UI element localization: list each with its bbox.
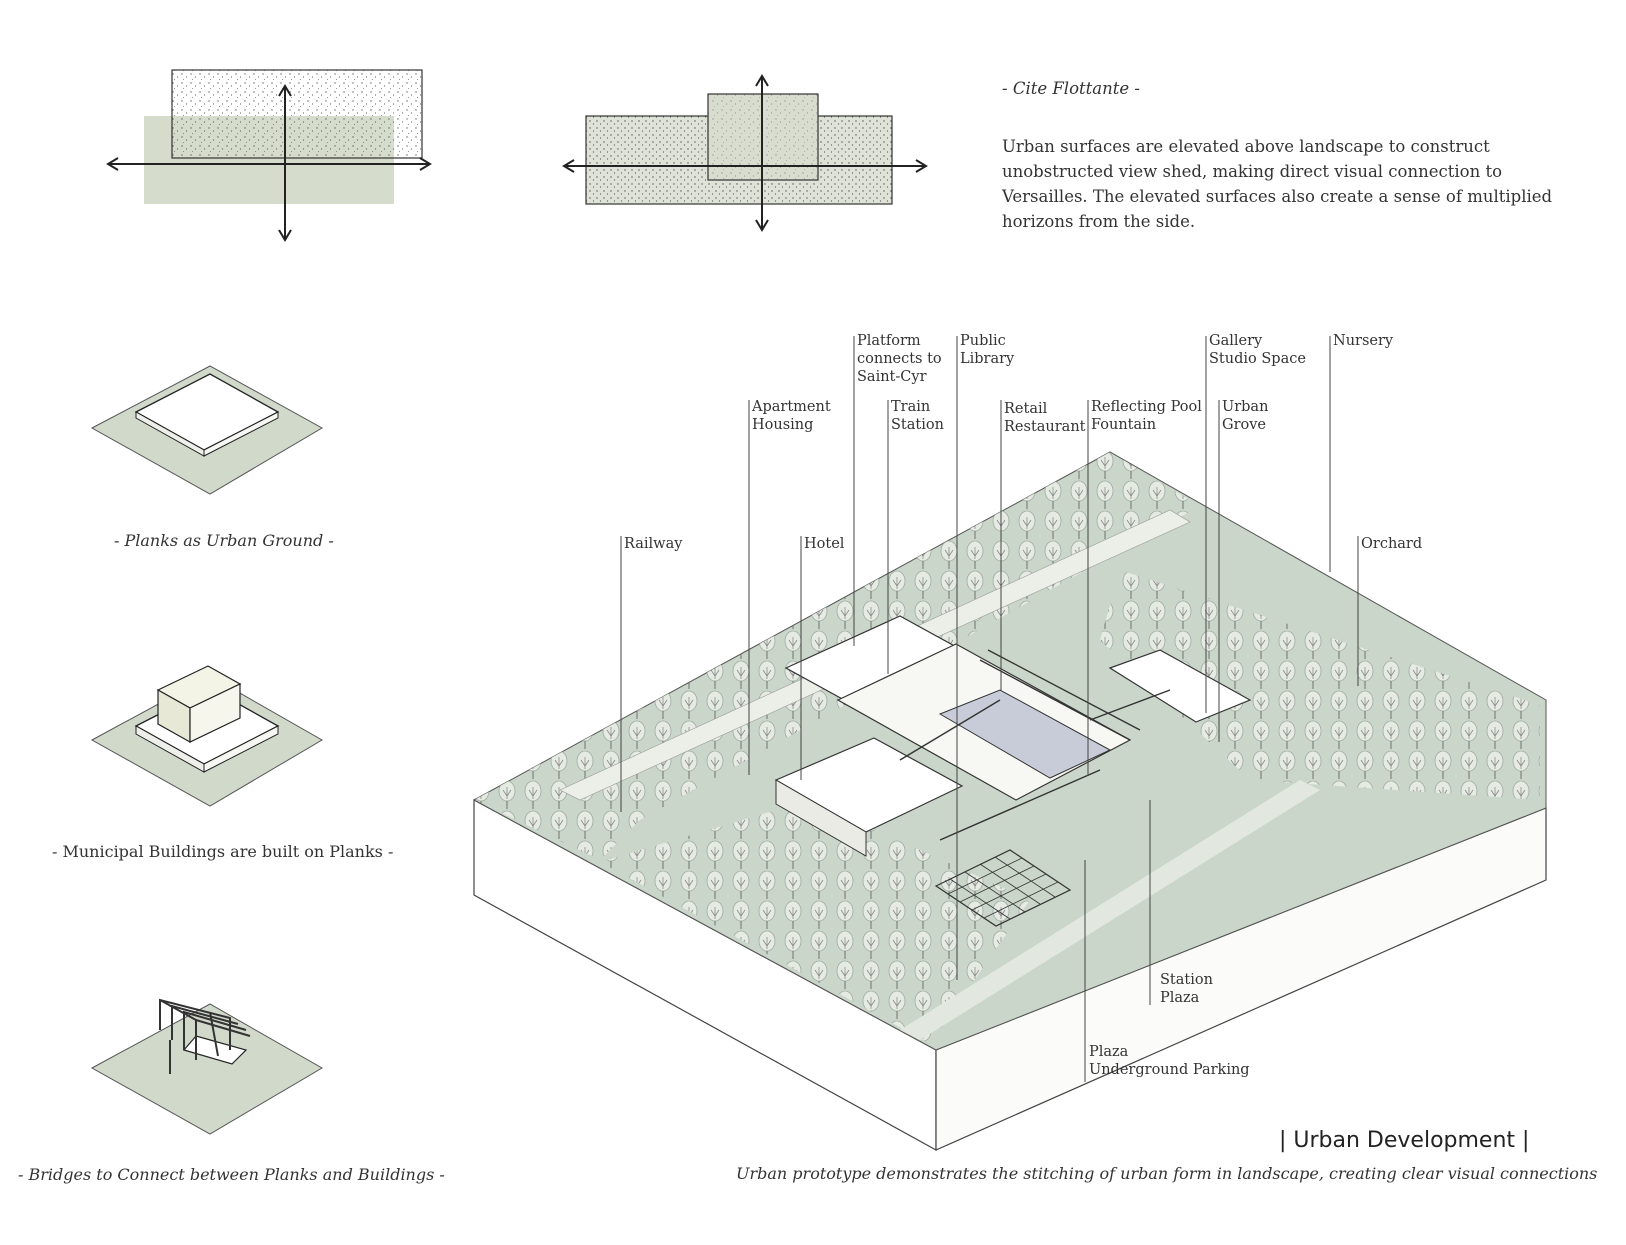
callout-nursery: Nursery (1333, 333, 1394, 349)
planks-caption: - Planks as Urban Ground - (114, 531, 334, 550)
section-title: | Urban Development | (1279, 1128, 1530, 1153)
bridges-caption: - Bridges to Connect between Planks and … (18, 1165, 445, 1184)
callout-platform: Platform connects to Saint-Cyr (857, 333, 942, 385)
callout-orchard: Orchard (1361, 536, 1423, 552)
gallery-plank (1108, 649, 1252, 723)
intro-body: Urban surfaces are elevated above landsc… (1002, 137, 1553, 231)
callout-plaza-parking: Plaza Underground Parking (1089, 1044, 1250, 1078)
bridge-trellis (899, 649, 1171, 841)
concept-diagram-overlap (106, 69, 432, 242)
section-subtitle: Urban prototype demonstrates the stitchi… (736, 1164, 1598, 1183)
callout-grove: Urban Grove (1222, 399, 1269, 433)
callout-leaders (620, 336, 1359, 1082)
bridge-diagram (90, 998, 323, 1135)
plank-diagram (90, 365, 324, 495)
callout-train: Train Station (891, 399, 944, 433)
callout-apartment: Apartment Housing (752, 399, 831, 433)
reflecting-pool (938, 689, 1112, 779)
intro-heading: - Cite Flottante - (1002, 79, 1140, 98)
callout-pool: Reflecting Pool Fountain (1091, 399, 1202, 433)
callout-railway: Railway (624, 536, 683, 552)
orchard-field-front (600, 800, 1030, 1044)
callout-library: Public Library (960, 333, 1015, 367)
concept-diagram-horizons (562, 74, 928, 232)
buildings-caption: - Municipal Buildings are built on Plank… (52, 842, 394, 861)
callout-retail: Retail Restaurant (1004, 401, 1086, 435)
callout-gallery: Gallery Studio Space (1209, 333, 1306, 367)
urban-rect (171, 69, 423, 159)
callout-hotel: Hotel (804, 536, 845, 552)
site-axonometric (472, 451, 1547, 1152)
orchard-field-right (1100, 570, 1540, 800)
callout-station-plaza: Station Plaza (1160, 972, 1213, 1006)
building-diagram (90, 665, 323, 807)
